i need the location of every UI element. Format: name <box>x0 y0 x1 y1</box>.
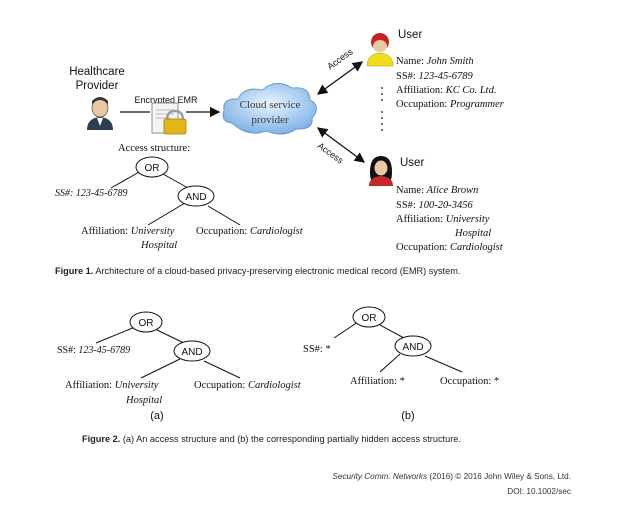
fig2a-affiliation-leaf: Affiliation: University <box>65 380 159 391</box>
fig2b-and-label: AND <box>402 342 423 353</box>
fig2b-affiliation-leaf: Affiliation: * <box>350 376 405 387</box>
user1-affiliation-line: Affiliation: KC Co. Ltd. <box>396 85 496 96</box>
fig1-affiliation-leaf: Affiliation: University <box>81 226 175 237</box>
access-arrow-bottom <box>316 127 366 163</box>
figure2-caption-text: (a) An access structure and (b) the corr… <box>122 434 461 444</box>
doctor-icon <box>87 97 113 130</box>
fig2a-occupation-leaf: Occupation: Cardiologist <box>194 380 302 391</box>
encrypted-document-icon <box>151 102 187 135</box>
fig2b-label: (b) <box>401 410 414 422</box>
fig2b-ssn-leaf: SS#: * <box>303 344 331 355</box>
access-label-top: Access <box>325 46 355 71</box>
figure1-caption-text: Architecture of a cloud-based privacy-pr… <box>95 266 461 276</box>
fig2a-ssn-leaf: SS#: 123-45-6789 <box>57 345 130 356</box>
fig2b-tree-edges <box>333 321 463 373</box>
fig2a-or-node <box>129 311 163 333</box>
fig1-and-node <box>177 185 215 207</box>
user-icon-female <box>369 156 393 186</box>
user1-occupation-line: Occupation: Programmer <box>396 99 505 110</box>
fig2b-or-label: OR <box>362 313 377 324</box>
fig1-occupation-leaf: Occupation: Cardiologist <box>196 226 304 237</box>
healthcare-provider-label-line1: Healthcare <box>69 66 125 78</box>
fig1-or-node <box>135 156 169 178</box>
healthcare-provider-label-line2: Provider <box>76 80 119 92</box>
fig1-ssn-leaf: SS#: 123-45-6789 <box>55 188 128 199</box>
figure1-caption: Figure 1. Architecture of a cloud-based … <box>55 266 460 276</box>
fig2a-label: (a) <box>150 410 163 422</box>
user2-name-line: Name: Alice Brown <box>396 185 478 196</box>
encrypted-emr-label: Encrypted EMR <box>134 95 198 105</box>
figure2-caption-label: Figure 2. <box>82 434 121 444</box>
fig1-affiliation-leaf-line2: Hospital <box>140 240 177 251</box>
fig1-or-label: OR <box>145 163 160 174</box>
access-arrow-top <box>316 61 364 95</box>
user2-affiliation-line: Affiliation: University <box>396 214 490 225</box>
cloud-icon <box>222 83 317 135</box>
fig2a-and-node <box>173 340 211 362</box>
figure2-caption: Figure 2. (a) An access structure and (b… <box>82 434 461 444</box>
footer-citation: Security Comm. Networks (2016) © 2016 Jo… <box>332 472 571 481</box>
fig2b-or-node <box>352 306 386 328</box>
cloud-provider-label-line2: provider <box>251 114 289 126</box>
user2-affiliation-line2: Hospital <box>454 228 491 239</box>
fig2a-and-label: AND <box>181 347 202 358</box>
fig1-and-label: AND <box>185 192 206 203</box>
access-structure-label: Access structure: <box>118 143 190 154</box>
footer-copyright: (2016) © 2016 John Wiley & Sons, Ltd. <box>427 472 571 481</box>
user-icon-male <box>366 33 394 67</box>
fig2a-tree-edges <box>95 326 241 379</box>
fig2b-occupation-leaf: Occupation: * <box>440 376 499 387</box>
cloud-provider-label-line1: Cloud service <box>240 99 301 111</box>
fig2a-or-label: OR <box>139 318 154 329</box>
user2-title: User <box>400 157 424 169</box>
user2-occupation-line: Occupation: Cardiologist <box>396 242 504 253</box>
fig2b-and-node <box>394 335 432 357</box>
footer-journal: Security Comm. Networks <box>332 472 428 481</box>
user2-ssn-line: SS#: 100-20-3456 <box>396 200 473 211</box>
user1-name-line: Name: John Smith <box>396 56 474 67</box>
user1-ssn-line: SS#: 123-45-6789 <box>396 71 473 82</box>
figure1-caption-label: Figure 1. <box>55 266 94 276</box>
footer-doi: DOI: 10.1002/sec <box>507 487 571 496</box>
user1-title: User <box>398 29 422 41</box>
fig1-tree-edges <box>110 170 241 226</box>
more-users-dots <box>381 87 383 131</box>
fig2a-affiliation-leaf-line2: Hospital <box>125 395 162 406</box>
